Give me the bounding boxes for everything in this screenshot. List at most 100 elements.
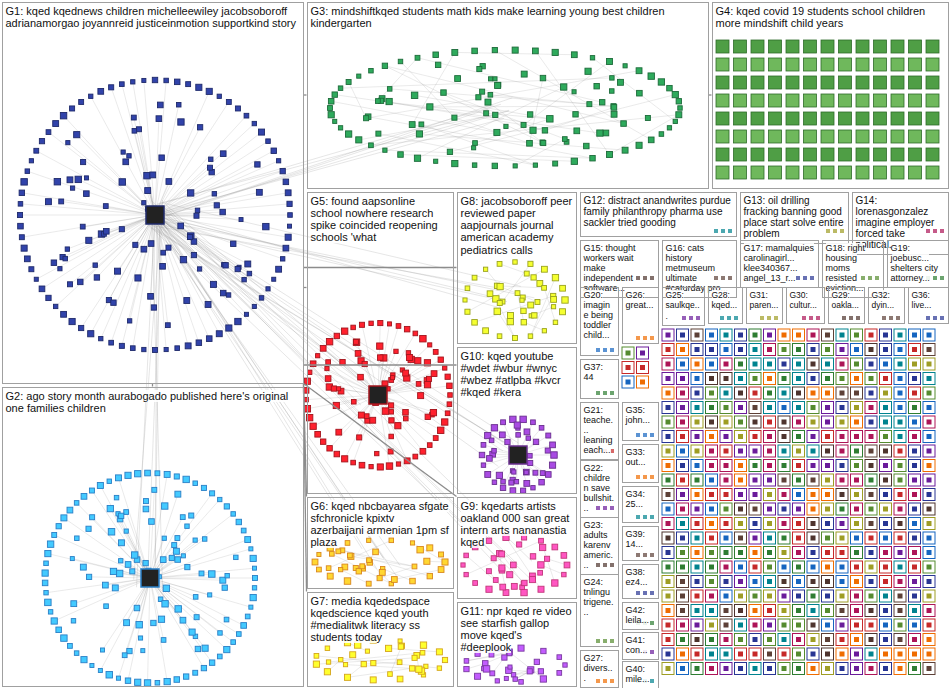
vertex-image bbox=[25, 169, 30, 174]
vertex-image bbox=[130, 346, 135, 351]
vertex-image bbox=[869, 391, 874, 396]
vertex-image bbox=[695, 521, 700, 526]
vertex-image bbox=[178, 119, 184, 125]
small-group-tile bbox=[778, 576, 790, 588]
vertex-image bbox=[527, 112, 532, 117]
vertex-image bbox=[342, 328, 348, 334]
vertex-image bbox=[185, 524, 189, 528]
vertex-image bbox=[724, 434, 729, 439]
vertex-image bbox=[492, 163, 497, 168]
vertex-image bbox=[840, 420, 845, 425]
small-group-tile bbox=[662, 648, 674, 660]
vertex-image bbox=[751, 76, 764, 89]
small-group-tile bbox=[720, 590, 732, 602]
vertex-image bbox=[753, 579, 758, 584]
tie-line bbox=[610, 115, 679, 155]
small-group-tile bbox=[691, 431, 703, 443]
vertex-image bbox=[68, 282, 73, 287]
vertex-image bbox=[786, 130, 799, 143]
vertex-image bbox=[51, 260, 56, 265]
small-group-tile bbox=[691, 373, 703, 385]
vertex-image bbox=[362, 361, 367, 366]
vertex-image bbox=[869, 405, 874, 410]
vertex-image bbox=[326, 338, 332, 344]
vertex-image bbox=[313, 661, 319, 667]
tie-line bbox=[475, 296, 554, 322]
vertex-image bbox=[695, 391, 700, 396]
tie-line bbox=[155, 215, 219, 334]
vertex-image bbox=[637, 90, 643, 96]
vertex-image bbox=[527, 669, 532, 674]
vertex-image bbox=[328, 106, 333, 111]
vertex-image bbox=[854, 579, 859, 584]
vertex-image bbox=[854, 637, 859, 642]
vertex-image bbox=[909, 166, 922, 179]
vertex-image bbox=[542, 285, 547, 290]
vertex-image bbox=[165, 323, 170, 328]
vertex-image bbox=[263, 223, 269, 229]
vertex-image bbox=[825, 492, 830, 497]
vertex-image bbox=[127, 648, 132, 653]
vertex-image bbox=[709, 449, 714, 454]
small-group-tile bbox=[720, 634, 732, 646]
vertex-image bbox=[738, 550, 743, 555]
tie-line bbox=[500, 264, 527, 274]
small-group-tile bbox=[822, 373, 834, 385]
vertex-image bbox=[255, 162, 260, 167]
vertex-image bbox=[709, 579, 714, 584]
vertex-image bbox=[148, 241, 154, 247]
vertex-image bbox=[672, 92, 678, 98]
vertex-image bbox=[419, 122, 424, 127]
vertex-image bbox=[47, 541, 53, 547]
vertex-image bbox=[277, 159, 281, 163]
vertex-image bbox=[521, 71, 527, 77]
vertex-image bbox=[97, 482, 103, 488]
small-group-tile bbox=[662, 547, 674, 559]
small-group-tile bbox=[720, 329, 732, 341]
vertex-image bbox=[398, 639, 402, 643]
vertex-image bbox=[782, 376, 787, 381]
small-group-tile bbox=[807, 503, 819, 515]
tie-line bbox=[359, 115, 495, 140]
tie-line bbox=[80, 215, 155, 282]
vertex-image bbox=[442, 419, 448, 425]
vertex-image bbox=[326, 360, 331, 365]
vertex-image bbox=[753, 550, 758, 555]
vertex-images bbox=[17, 40, 944, 686]
tie-line bbox=[150, 578, 233, 642]
vertex-image bbox=[133, 242, 138, 247]
vertex-image bbox=[108, 529, 114, 535]
small-group-tile bbox=[822, 489, 834, 501]
vertex-image bbox=[486, 569, 491, 574]
tie-line bbox=[157, 110, 508, 204]
vertex-image bbox=[621, 121, 627, 127]
vertex-image bbox=[840, 594, 845, 599]
small-group-tile bbox=[822, 547, 834, 559]
small-group-tile bbox=[793, 648, 805, 660]
small-group-tile bbox=[706, 648, 718, 660]
vertex-image bbox=[509, 480, 514, 485]
vertex-image bbox=[782, 579, 787, 584]
vertex-image bbox=[542, 128, 547, 133]
vertex-image bbox=[724, 478, 729, 483]
vertex-image bbox=[21, 245, 27, 251]
vertex-image bbox=[389, 538, 394, 543]
vertex-image bbox=[840, 507, 845, 512]
small-group-tile bbox=[807, 474, 819, 486]
vertex-image bbox=[497, 300, 502, 305]
tie-line bbox=[150, 578, 212, 663]
vertex-image bbox=[371, 660, 376, 665]
small-group-tile bbox=[720, 460, 732, 472]
vertex-image bbox=[738, 637, 743, 642]
vertex-image bbox=[767, 420, 772, 425]
vertex-image bbox=[738, 362, 743, 367]
vertex-image bbox=[724, 347, 729, 352]
vertex-image bbox=[767, 478, 772, 483]
vertex-image bbox=[174, 677, 180, 683]
vertex-image bbox=[606, 152, 612, 158]
vertex-image bbox=[443, 366, 447, 370]
small-group-tile bbox=[691, 619, 703, 631]
small-group-tile bbox=[720, 387, 732, 399]
small-group-tile bbox=[691, 547, 703, 559]
vertex-image bbox=[854, 565, 859, 570]
